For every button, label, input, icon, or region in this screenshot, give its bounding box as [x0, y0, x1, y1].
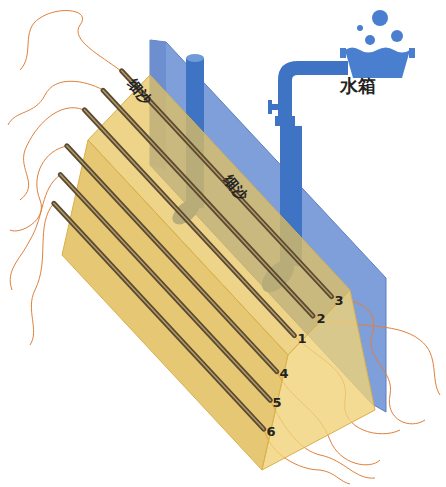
- wires: [8, 11, 440, 484]
- callout-number: 4: [279, 367, 288, 380]
- callout-number: 5: [272, 396, 281, 409]
- water-tank-icon: [340, 10, 415, 78]
- callout-number: 6: [266, 425, 275, 438]
- callout-number: 2: [316, 312, 325, 325]
- sensor-rods: [54, 71, 332, 429]
- sand-prism: [62, 75, 375, 470]
- callout-number: 3: [334, 294, 343, 307]
- tank-label: 水箱: [340, 77, 376, 95]
- callout-number: 1: [297, 332, 306, 345]
